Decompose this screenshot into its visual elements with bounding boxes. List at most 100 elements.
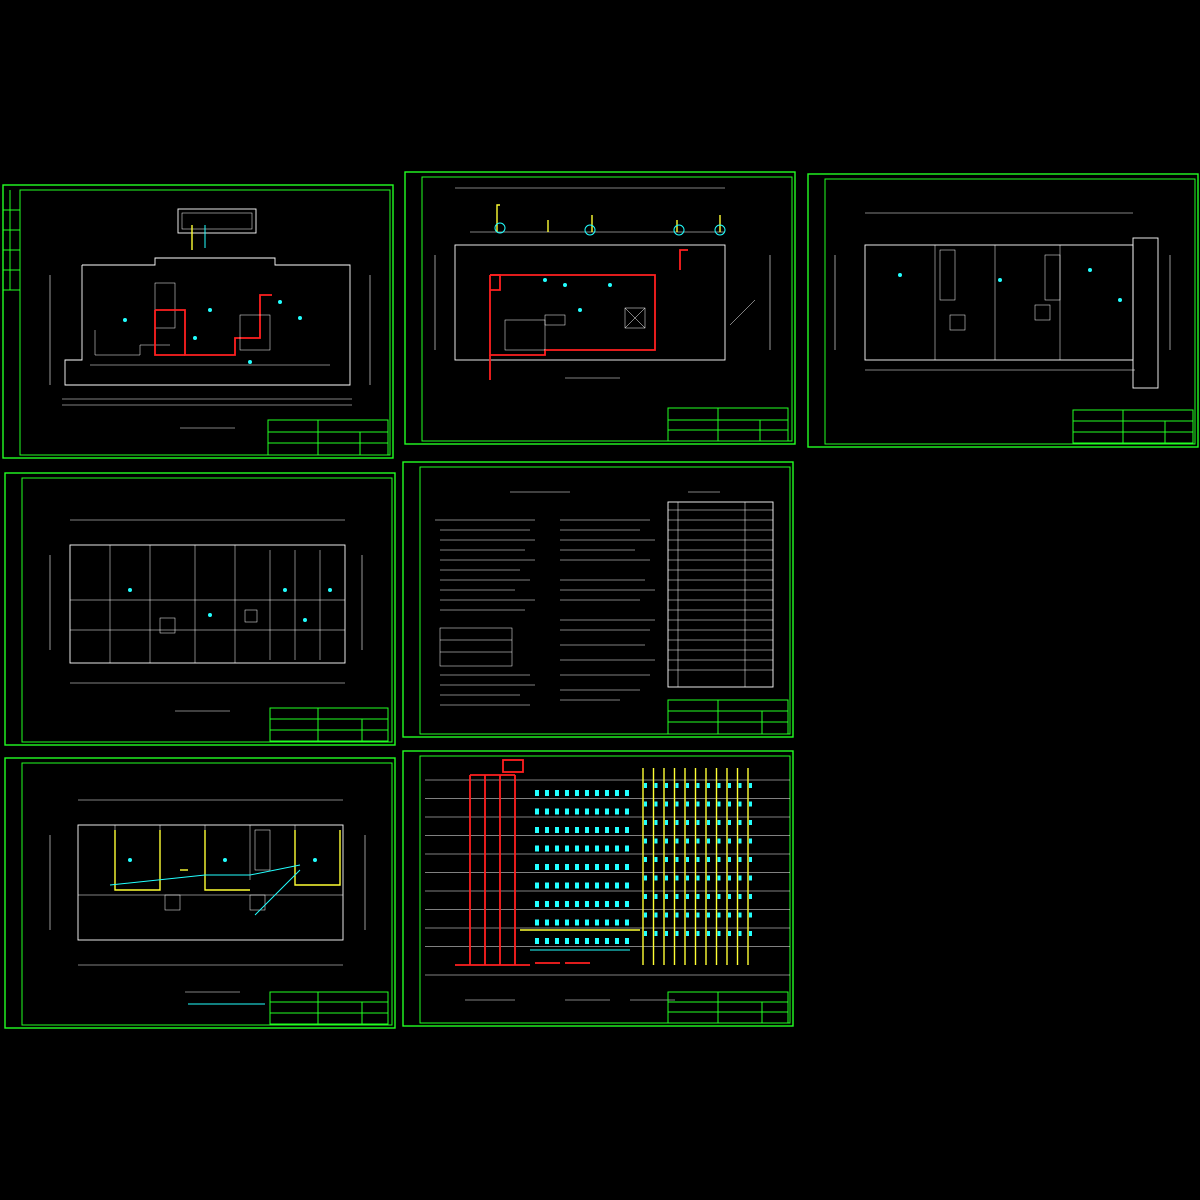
valve-symbol xyxy=(696,875,700,881)
sheet-3[interactable] xyxy=(807,173,1199,448)
sheet-2[interactable] xyxy=(404,171,796,445)
fixture-symbol xyxy=(605,845,609,852)
valve-symbol xyxy=(717,857,721,862)
sheet-2-title-block xyxy=(667,407,789,442)
sheet-6-dimensions xyxy=(49,799,366,966)
valve-symbol xyxy=(738,931,742,936)
valve-symbol xyxy=(696,820,700,825)
fixture-symbol xyxy=(535,790,539,796)
fixture-symbol xyxy=(555,919,559,926)
valve-symbol xyxy=(728,820,731,825)
valve-symbol xyxy=(654,783,658,788)
fixture-symbol xyxy=(555,790,559,796)
fixture-symbol xyxy=(605,901,609,907)
valve-symbol xyxy=(749,820,752,825)
valve-symbol xyxy=(717,783,721,788)
fixture-symbol xyxy=(555,864,559,870)
sheet-7-title-block xyxy=(667,991,789,1024)
fixture-symbol xyxy=(565,938,569,944)
valve-symbol xyxy=(728,857,731,862)
sheet-7[interactable] xyxy=(402,750,794,1027)
sheet-3-dimensions xyxy=(834,212,1171,350)
fixture-symbol xyxy=(575,919,579,926)
fixture-symbol xyxy=(555,938,559,944)
fixture-symbol xyxy=(595,882,599,889)
valve-symbol xyxy=(665,857,668,862)
fixture-symbol xyxy=(575,827,579,833)
valve-symbol xyxy=(696,912,700,918)
sheet-7-red-risers xyxy=(455,759,530,966)
fixture-symbol xyxy=(545,919,549,926)
sheet-5[interactable] xyxy=(402,461,794,738)
valve-symbol xyxy=(686,894,689,899)
sheet-5-title-block xyxy=(667,699,789,735)
valve-symbol xyxy=(738,894,742,899)
fixture-symbol xyxy=(615,901,619,907)
fixture-symbol xyxy=(565,882,569,889)
valve-symbol xyxy=(707,783,710,788)
valve-symbol xyxy=(644,894,647,899)
valve-symbol xyxy=(665,801,668,807)
sheet-7-yellow-risers xyxy=(642,768,752,965)
valve-symbol xyxy=(665,912,668,918)
fixture-symbol xyxy=(585,882,589,889)
sheet-6-floor-plan xyxy=(77,824,344,941)
valve-symbol xyxy=(654,875,658,881)
valve-symbol xyxy=(717,820,721,825)
sheet-6[interactable] xyxy=(4,757,396,1029)
valve-symbol xyxy=(654,912,658,918)
valve-symbol xyxy=(707,931,710,936)
valve-symbol xyxy=(696,894,700,899)
valve-symbol xyxy=(675,875,679,881)
sheet-4[interactable] xyxy=(4,472,396,746)
fixture-symbol xyxy=(575,845,579,852)
fixture-symbol xyxy=(575,864,579,870)
valve-symbol xyxy=(675,894,679,899)
valve-symbol xyxy=(717,801,721,807)
valve-symbol xyxy=(665,875,668,881)
sheet-2-floor-plan xyxy=(454,204,726,380)
valve-symbol xyxy=(675,912,679,918)
fixture-symbol xyxy=(585,864,589,870)
fixture-symbol xyxy=(615,882,619,889)
valve-symbol xyxy=(644,875,647,881)
fixture-symbol xyxy=(535,827,539,833)
sheet-1[interactable] xyxy=(2,184,394,459)
valve-symbol xyxy=(749,801,752,807)
fixture-symbol xyxy=(535,901,539,907)
fixture-symbol xyxy=(575,790,579,796)
valve-symbol xyxy=(686,838,689,844)
valve-symbol xyxy=(696,857,700,862)
fixture-symbol xyxy=(585,938,589,944)
fixture-symbol xyxy=(625,938,629,944)
valve-symbol xyxy=(654,838,658,844)
fixture-symbol xyxy=(585,790,589,796)
fixture-symbol xyxy=(605,864,609,870)
sheet-1-title-block xyxy=(267,419,389,456)
fixture-symbol xyxy=(625,827,629,833)
valve-symbol xyxy=(749,894,752,899)
valve-symbol xyxy=(717,912,721,918)
valve-symbol xyxy=(654,820,658,825)
fixture-symbol xyxy=(625,790,629,796)
valve-symbol xyxy=(665,931,668,936)
sheet-5-legend-table xyxy=(667,491,774,688)
sheet-1-floor-plan xyxy=(64,257,351,386)
valve-symbol xyxy=(686,820,689,825)
valve-symbol xyxy=(644,912,647,918)
valve-symbol xyxy=(675,783,679,788)
valve-symbol xyxy=(749,838,752,844)
valve-symbol xyxy=(644,820,647,825)
sheet-7-cyan-branches xyxy=(535,790,629,944)
sheet-4-dimensions xyxy=(49,519,363,684)
valve-symbol xyxy=(696,783,700,788)
fixture-symbol xyxy=(615,808,619,815)
fixture-symbol xyxy=(555,882,559,889)
valve-symbol xyxy=(738,875,742,881)
valve-symbol xyxy=(749,875,752,881)
valve-symbol xyxy=(717,875,721,881)
fixture-symbol xyxy=(565,845,569,852)
fixture-symbol xyxy=(585,901,589,907)
valve-symbol xyxy=(738,820,742,825)
